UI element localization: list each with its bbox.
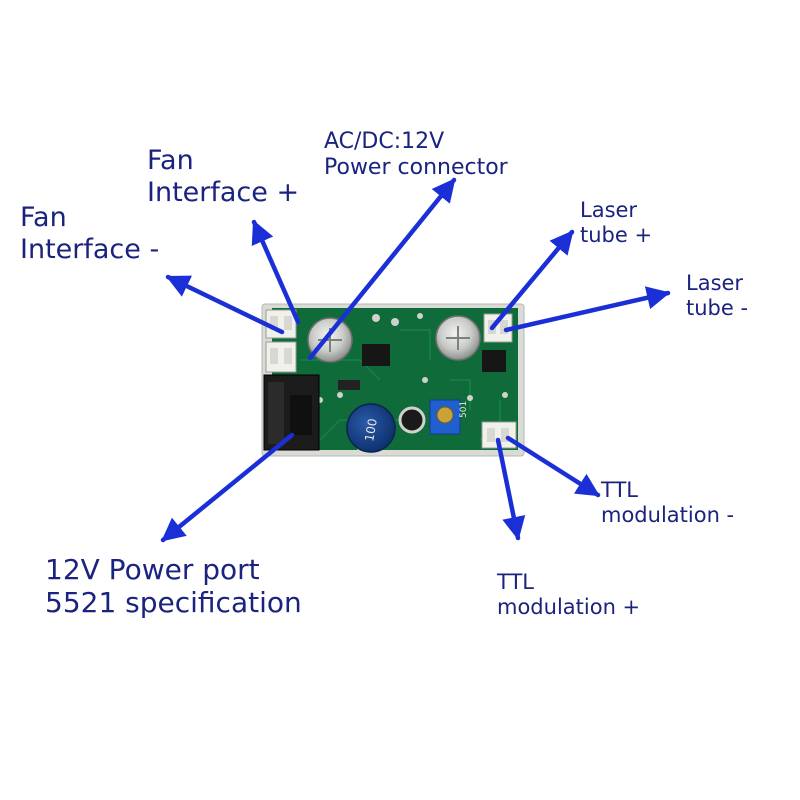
- arrow-fan-plus: [251, 219, 301, 325]
- pcb-board: 100 501: [261, 303, 525, 457]
- capacitor-2: [435, 315, 481, 361]
- transistor: [398, 406, 426, 434]
- arrow-power-port: [160, 432, 295, 543]
- dc-barrel-jack: [263, 374, 320, 451]
- label-ttl-modulation-plus: TTL modulation +: [497, 570, 641, 619]
- arrow-ac-dc: [307, 177, 457, 361]
- inductor-marking: 100: [362, 418, 380, 443]
- arrows: [160, 177, 671, 543]
- arrow-ttl-minus: [505, 435, 601, 498]
- label-fan-interface-minus: Fan Interface -: [20, 202, 160, 265]
- label-fan-interface-plus: Fan Interface +: [147, 145, 300, 208]
- arrow-fan-minus: [165, 274, 285, 335]
- inductor: 100: [346, 403, 396, 453]
- label-ac-dc-connector: AC/DC:12V Power connector: [324, 129, 508, 180]
- arrow-laser-minus: [503, 286, 671, 333]
- ic-chip-2: [482, 350, 506, 372]
- trimmer-potentiometer: 501: [429, 399, 469, 435]
- ic-chip-1: [362, 344, 390, 366]
- label-laser-tube-plus: Laser tube +: [580, 198, 653, 247]
- arrow-ttl-plus: [495, 437, 526, 541]
- pot-marking: 501: [459, 401, 469, 418]
- label-12v-power-port: 12V Power port 5521 specification: [45, 553, 302, 620]
- smd-diode: [338, 380, 360, 390]
- label-ttl-modulation-minus: TTL modulation -: [601, 478, 735, 527]
- label-laser-tube-minus: Laser tube -: [686, 271, 749, 320]
- arrow-laser-plus: [489, 229, 575, 331]
- fan-connector: [265, 309, 297, 373]
